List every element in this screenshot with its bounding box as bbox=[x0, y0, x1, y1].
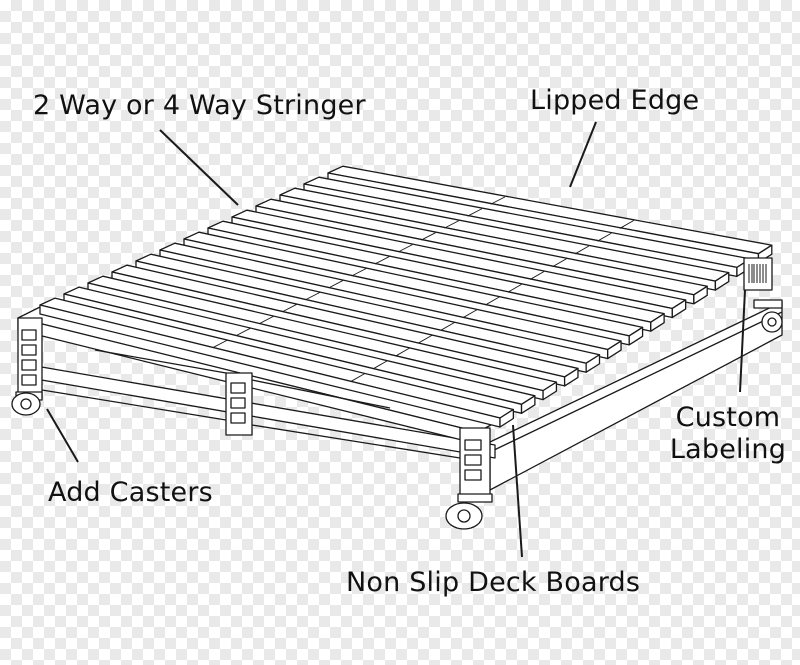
left-block-slot bbox=[21, 359, 37, 371]
deck-board-texture bbox=[328, 280, 344, 289]
left-block-slot bbox=[21, 344, 37, 356]
deck-board-texture bbox=[305, 291, 321, 301]
right-block-slot bbox=[464, 439, 482, 451]
lipped-edge-callout-line bbox=[569, 121, 597, 188]
casters-callout-line bbox=[46, 408, 79, 463]
deck-board-texture bbox=[421, 232, 436, 241]
deck-board-texture bbox=[485, 296, 500, 306]
middle-block-slot bbox=[230, 412, 246, 424]
deck-board-texture bbox=[440, 322, 455, 331]
deck-board-texture bbox=[507, 283, 522, 293]
deck-board-texture bbox=[374, 256, 390, 265]
right-beam-inner-line bbox=[489, 311, 783, 453]
deck-board-texture bbox=[529, 271, 545, 280]
caster-left bbox=[11, 391, 43, 416]
add-casters-label: Add Casters bbox=[48, 477, 213, 508]
middle-block-slot bbox=[230, 397, 246, 409]
stringer-callout-line bbox=[159, 129, 239, 206]
left-block-slot bbox=[21, 374, 37, 386]
custom-labeling-label: Custom Labeling bbox=[668, 402, 788, 466]
underside-line bbox=[94, 349, 227, 374]
deck-board-texture bbox=[212, 339, 228, 348]
pallet bbox=[11, 165, 783, 530]
deck-board-texture bbox=[351, 268, 367, 277]
deck-board-texture bbox=[467, 208, 483, 217]
stringer-label: 2 Way or 4 Way Stringer bbox=[33, 90, 366, 121]
middle-block-slot bbox=[230, 382, 246, 394]
deck-boards-label: Non Slip Deck Boards bbox=[346, 567, 641, 598]
deck-board-end bbox=[563, 367, 579, 387]
custom-labeling-line-1: Custom bbox=[675, 402, 781, 433]
underside-line bbox=[251, 379, 391, 409]
deck-board-end bbox=[585, 354, 601, 373]
custom-label-plate bbox=[743, 257, 773, 291]
deck-board-texture bbox=[373, 360, 388, 370]
deck-board-end bbox=[714, 271, 730, 291]
left-block-slot bbox=[21, 329, 37, 341]
deck-board-end bbox=[693, 285, 708, 305]
deck-board-texture bbox=[619, 220, 634, 229]
deck-board-texture bbox=[490, 196, 506, 205]
deck-board-texture bbox=[282, 303, 297, 313]
right-block-slot bbox=[464, 469, 482, 481]
deck-board-texture bbox=[462, 309, 478, 319]
deck-board-texture bbox=[350, 373, 366, 382]
middle-block bbox=[225, 372, 253, 436]
custom-labeling-callout-line bbox=[739, 289, 746, 393]
right-block-slot bbox=[464, 454, 482, 466]
underside-line bbox=[41, 389, 227, 421]
deck-board-texture bbox=[417, 334, 433, 344]
deck-boards bbox=[39, 165, 773, 428]
callout-lines bbox=[46, 121, 746, 558]
deck-board-texture bbox=[552, 258, 567, 268]
deck-board-texture bbox=[397, 244, 413, 253]
caster-front bbox=[445, 493, 493, 530]
lipped-edge-label: Lipped Edge bbox=[530, 85, 700, 116]
deck-board-end bbox=[520, 395, 536, 414]
deck-board-texture bbox=[597, 232, 612, 242]
deck-board-texture bbox=[235, 327, 251, 337]
deck-board-texture bbox=[444, 220, 459, 229]
deck-board-end bbox=[542, 381, 558, 401]
deck-board-end bbox=[650, 313, 665, 332]
deck-board-end bbox=[671, 299, 687, 319]
deck-board-end bbox=[499, 408, 515, 428]
deck-board-end bbox=[628, 326, 644, 346]
deck-board-texture bbox=[259, 315, 274, 325]
underside-line bbox=[251, 424, 461, 459]
barcode-icon bbox=[748, 264, 767, 283]
caster-right bbox=[753, 299, 783, 333]
deck-board-end bbox=[607, 340, 622, 360]
custom-labeling-line-2: Labeling bbox=[669, 434, 787, 465]
deck-board-texture bbox=[574, 245, 590, 255]
deck-boards-callout-line bbox=[512, 424, 523, 558]
deck-board-texture bbox=[395, 347, 410, 357]
